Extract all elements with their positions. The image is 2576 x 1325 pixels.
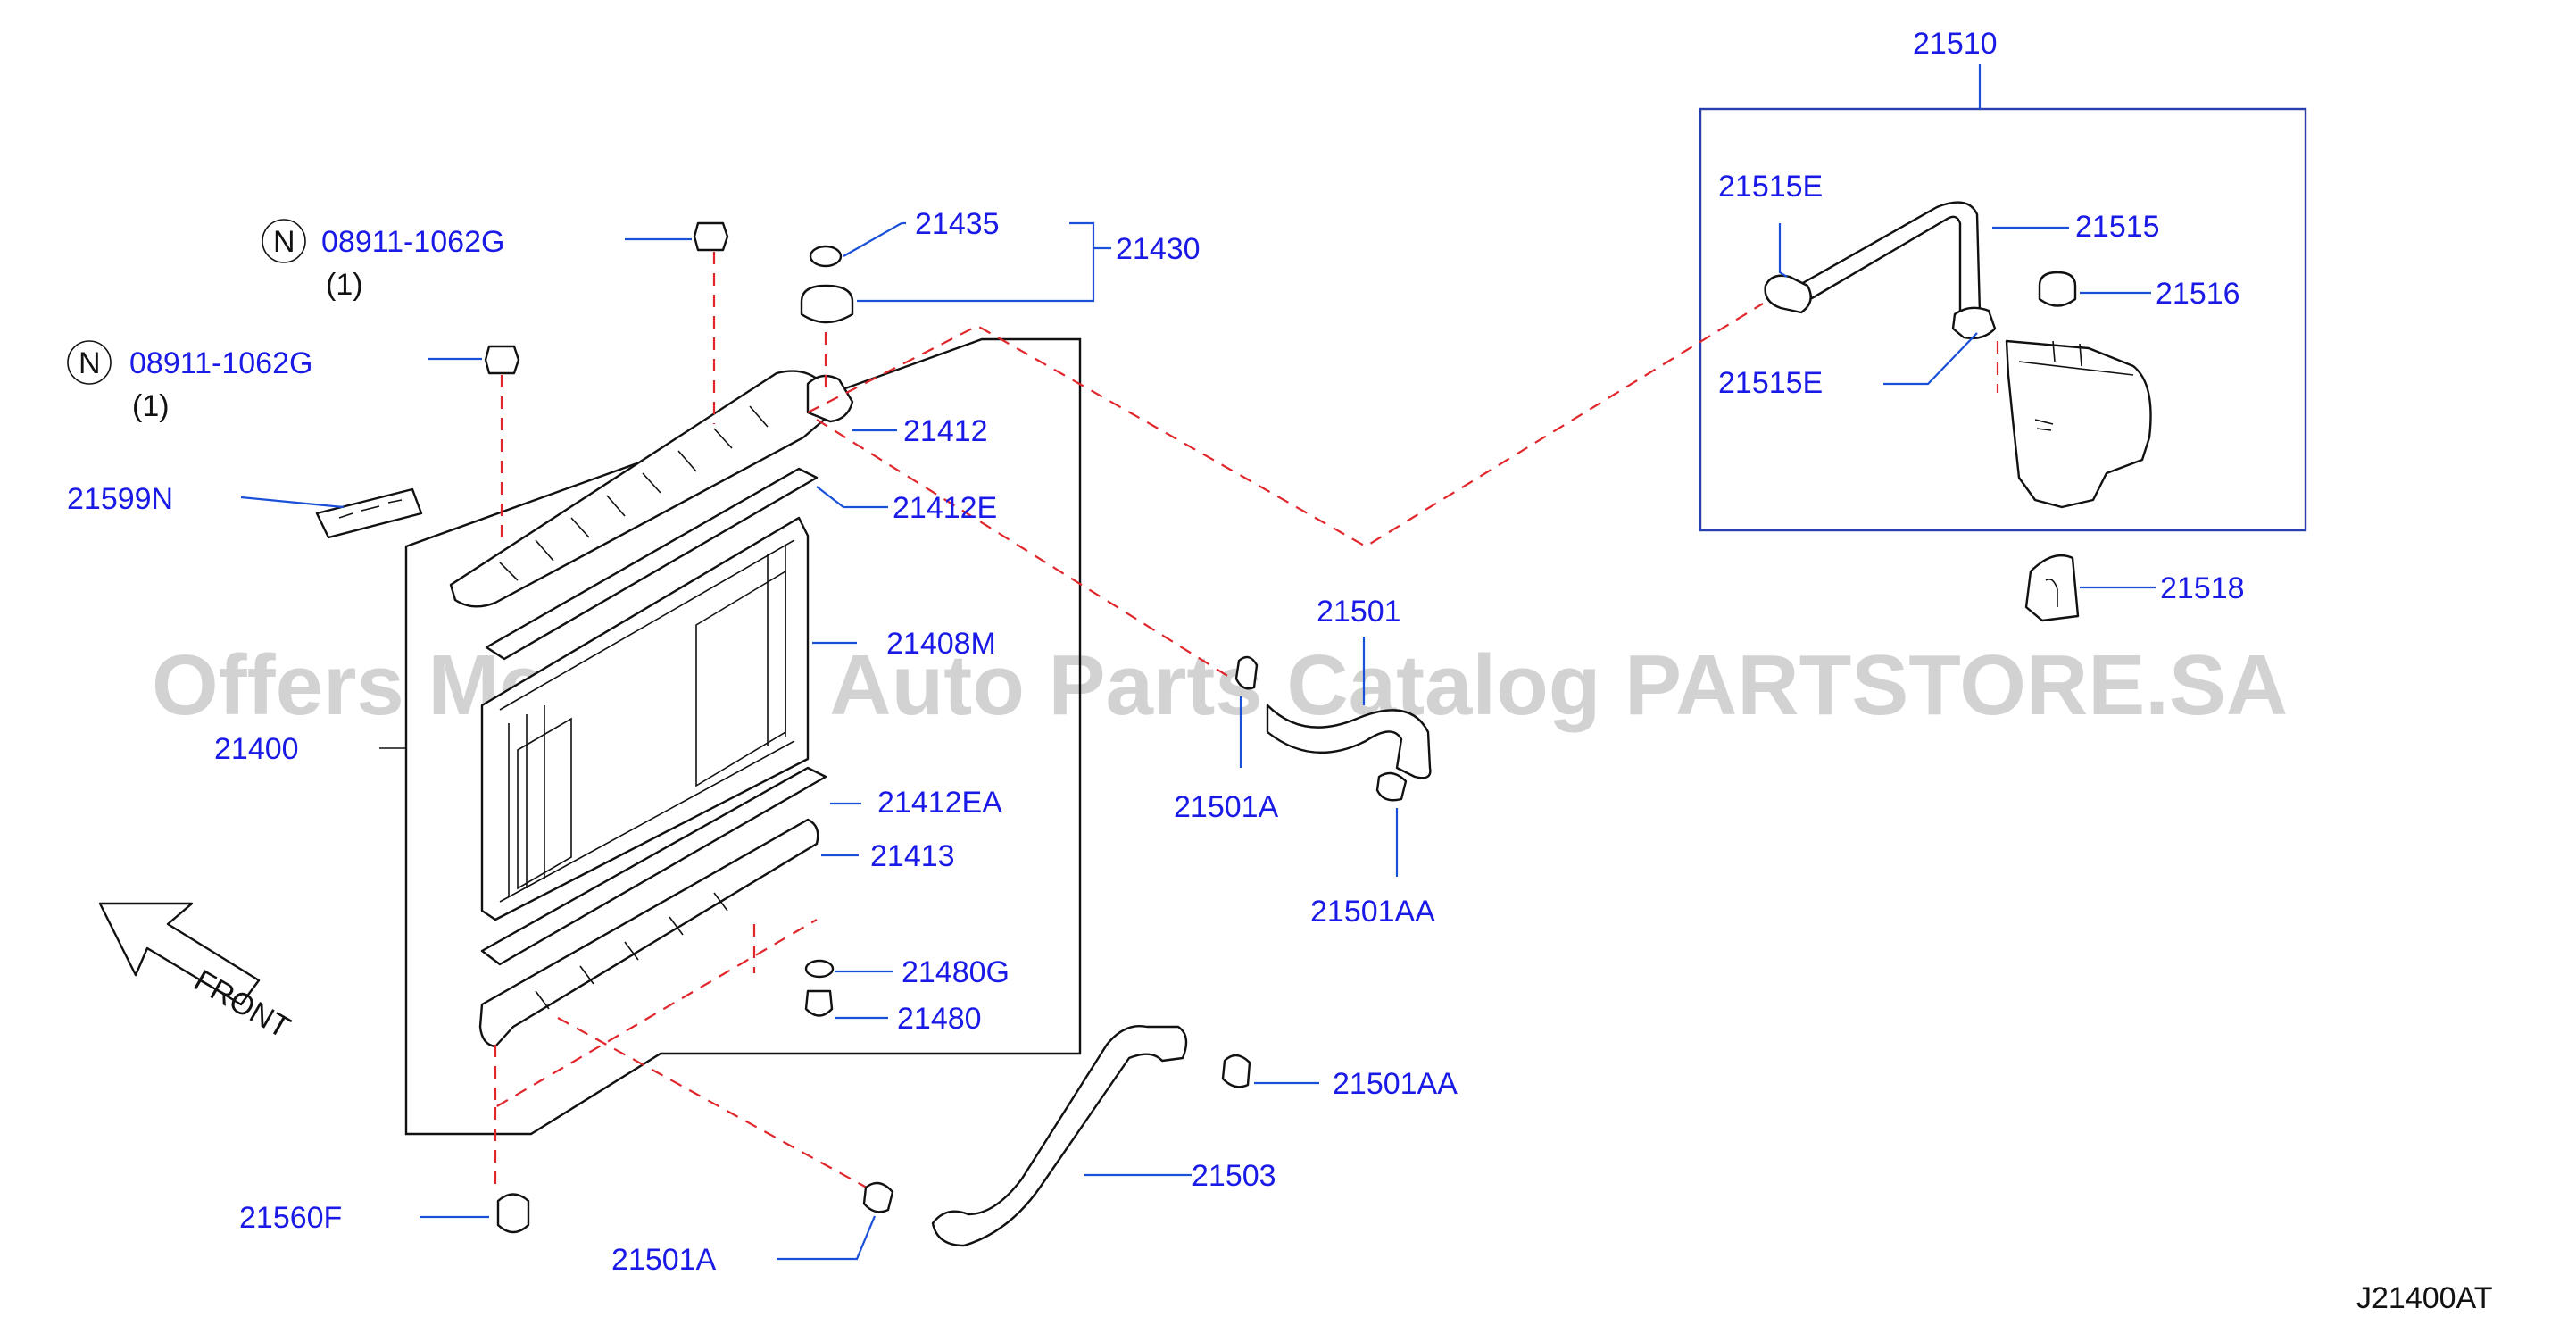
label-21515: 21515 [2075,210,2160,244]
radiator-assembly-box [404,338,1082,1136]
reservoir-assembly-box [1699,107,2307,532]
leader-21501A-low [777,1215,877,1261]
lower-tank[interactable] [478,818,819,1048]
n-symbol-circle-a [262,219,306,263]
radiator-core[interactable] [480,516,810,921]
drain-plug[interactable] [804,989,834,1017]
leader-21430 [857,221,1095,303]
upper-tank[interactable] [449,370,836,608]
upper-gasket[interactable] [485,467,819,661]
drain-washer[interactable] [804,959,835,979]
label-08911-a: 08911-1062G [321,225,504,259]
label-21412E: 21412E [893,491,997,525]
dash-upper-hose-clip [816,419,1233,679]
n-symbol-a: N [273,225,295,259]
lower-gasket[interactable] [480,766,827,966]
nut-upper[interactable] [693,221,729,252]
overflow-hose[interactable] [1799,201,1982,316]
leader-21599N [240,496,345,509]
label-21501A-mid: 21501A [1174,790,1279,824]
label-21515E-bottom: 21515E [1718,366,1823,400]
n-symbol-circle-b [67,340,112,385]
drawing-code: J21400AT [2356,1281,2492,1315]
leader-21515E-top [1778,223,1788,278]
label-21435: 21435 [915,207,1000,241]
hose-clip-21501AA-upper[interactable] [1375,771,1408,802]
lower-radiator-hose[interactable] [931,1025,1188,1247]
leader-21515E-bottom [1883,332,1978,386]
label-21503: 21503 [1192,1159,1276,1193]
label-21413: 21413 [870,839,955,873]
hose-clip-21501AA-lower[interactable] [1221,1054,1251,1088]
cap-gasket-21435[interactable] [809,245,843,268]
filler-neck[interactable] [806,374,854,423]
label-21501: 21501 [1317,595,1401,629]
label-21501AA-mid: 21501AA [1310,895,1435,929]
dash-overflow-route [807,303,1764,548]
watermark-text: Offers Merchant Auto Parts Catalog PARTS… [152,638,2288,733]
label-21400: 21400 [214,732,299,766]
reservoir-bracket[interactable] [2024,554,2080,622]
caution-label-plate[interactable] [315,488,423,539]
label-21516: 21516 [2156,277,2240,311]
hose-clip-21501A-lower[interactable] [862,1181,894,1213]
label-21518: 21518 [2160,571,2245,605]
front-direction-arrow [98,902,261,1006]
upper-radiator-hose[interactable] [1266,704,1432,779]
label-21430: 21430 [1116,232,1201,266]
n-symbol-b: N [79,346,101,380]
label-08911-b: 08911-1062G [129,346,312,380]
label-21560F: 21560F [239,1201,342,1235]
label-21412: 21412 [903,414,988,448]
label-qty-a: (1) [326,268,363,302]
label-qty-b: (1) [132,389,170,423]
reservoir-assembly-group [1699,64,2307,622]
hose-clamp-bottom[interactable] [1951,306,1997,340]
label-21480G: 21480G [902,955,1010,989]
dash-lower-bracket [494,919,818,1109]
leader-21435 [843,222,902,257]
label-21480: 21480 [897,1002,982,1036]
dash-lower-hose-clip [557,1017,876,1193]
hose-clamp-top[interactable] [1764,274,1812,314]
mount-rubber[interactable] [496,1193,530,1234]
hose-clip-21501A-upper[interactable] [1234,655,1259,690]
label-21501A-low: 21501A [611,1243,717,1277]
label-21599N: 21599N [67,482,173,516]
label-21510: 21510 [1913,27,1998,61]
nut-lower[interactable] [484,345,520,375]
reservoir-tank[interactable] [2005,339,2152,509]
label-21412EA: 21412EA [877,786,1002,820]
label-21515E-top: 21515E [1718,170,1823,204]
radiator-cap-21430[interactable] [800,284,854,324]
label-21501AA-low: 21501AA [1333,1067,1458,1101]
label-21408M: 21408M [886,627,996,661]
leader-21412E [816,486,888,509]
reservoir-cap[interactable] [2038,271,2077,307]
